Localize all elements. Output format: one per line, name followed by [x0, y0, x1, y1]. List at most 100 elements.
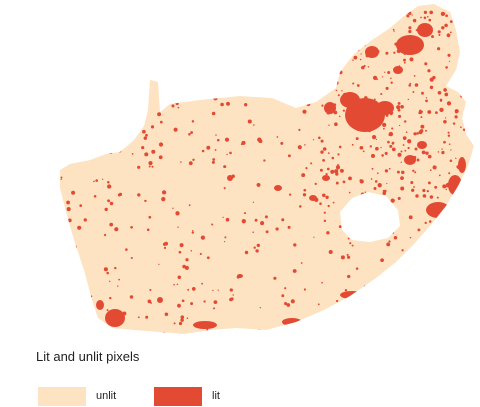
lit-pixel	[344, 289, 348, 292]
lit-pixel	[338, 225, 342, 229]
lit-pixel	[447, 53, 451, 57]
lit-pixel	[400, 104, 404, 109]
lit-pixel	[445, 14, 448, 18]
lit-pixel	[337, 94, 340, 97]
lit-pixel	[428, 220, 432, 223]
lit-pixel	[66, 200, 70, 205]
lit-pixel	[399, 265, 405, 271]
lit-pixel	[194, 46, 198, 51]
lit-pixel	[212, 289, 214, 292]
lit-pixel	[348, 14, 351, 17]
lit-pixel	[213, 31, 215, 33]
lit-pixel	[437, 30, 441, 34]
lit-pixel	[298, 128, 301, 131]
lit-pixel	[373, 187, 377, 190]
lit-pixel	[180, 318, 184, 322]
lit-pixel	[401, 275, 406, 280]
lit-pixel	[334, 169, 339, 174]
lit-pixel	[256, 55, 260, 58]
lit-pixel	[144, 199, 147, 203]
lit-pixel	[383, 127, 385, 130]
lit-pixel	[180, 161, 182, 163]
lit-pixel	[223, 240, 226, 243]
lit-pixel	[464, 264, 469, 268]
lit-pixel	[455, 212, 457, 215]
lit-pixel	[425, 99, 428, 103]
lit-pixel	[365, 53, 370, 58]
lit-pixel	[352, 36, 357, 41]
lit-pixel	[353, 55, 358, 60]
lit-pixel	[339, 168, 344, 173]
lit-pixel	[175, 101, 179, 106]
lit-pixel	[256, 182, 261, 187]
lit-pixel	[458, 28, 461, 31]
lit-pixel	[91, 48, 95, 51]
lit-pixel	[449, 159, 453, 163]
lit-pixel	[425, 151, 429, 155]
lit-pixel	[472, 257, 474, 260]
lit-pixel	[243, 212, 247, 215]
lit-pixel	[94, 34, 96, 37]
lit-pixel	[421, 91, 424, 95]
lit-pixel	[342, 92, 347, 97]
lit-pixel	[295, 13, 297, 16]
lit-pixel	[83, 81, 89, 86]
lit-pixel	[432, 165, 437, 170]
lit-pixel	[130, 256, 133, 260]
lit-pixel	[429, 10, 434, 15]
lit-pixel	[365, 14, 370, 19]
lit-pixel	[106, 271, 109, 275]
lit-pixel	[95, 179, 98, 182]
lit-pixel	[215, 79, 220, 84]
lit-pixel	[434, 207, 436, 209]
lit-pixel	[427, 181, 431, 185]
lit-pixel	[82, 53, 87, 58]
lit-pixel	[417, 228, 421, 232]
lit-pixel	[391, 147, 396, 152]
lit-pixel	[224, 236, 227, 239]
lit-pixel	[157, 112, 162, 117]
lit-pixel	[190, 249, 193, 252]
lit-pixel	[291, 319, 294, 322]
lit-pixel	[191, 120, 195, 123]
lit-pixel	[393, 51, 396, 54]
lit-pixel	[372, 135, 377, 140]
lit-pixel	[215, 81, 219, 84]
lit-pixel	[436, 281, 441, 286]
lit-pixel	[84, 277, 86, 279]
lit-pixel	[145, 133, 148, 137]
lit-cluster	[193, 321, 217, 329]
lit-cluster	[448, 175, 462, 195]
lit-pixel	[191, 287, 196, 291]
lit-pixel	[386, 108, 390, 112]
lit-pixel	[455, 111, 458, 114]
lit-pixel	[380, 146, 382, 149]
lit-pixel	[396, 170, 400, 174]
lit-pixel	[322, 193, 326, 198]
lit-pixel	[200, 235, 206, 240]
lit-pixel	[181, 299, 185, 303]
lit-pixel	[79, 204, 83, 207]
lit-pixel	[404, 11, 407, 14]
lit-pixel	[338, 70, 343, 75]
lit-pixel	[148, 165, 151, 168]
lit-pixel	[382, 191, 387, 195]
lit-pixel	[420, 16, 422, 19]
lit-pixel	[64, 53, 67, 56]
lit-pixel	[367, 125, 370, 127]
lit-pixel	[306, 101, 311, 107]
lit-pixel	[393, 290, 397, 294]
lit-pixel	[352, 312, 357, 317]
lit-pixel	[108, 150, 113, 154]
lit-pixel	[461, 70, 465, 74]
lit-pixel	[407, 98, 410, 101]
lit-pixel	[335, 89, 338, 92]
lit-pixel	[236, 34, 238, 36]
lit-pixel	[452, 122, 456, 125]
lit-pixel	[424, 62, 428, 66]
lit-pixel	[400, 176, 404, 180]
lit-pixel	[60, 178, 62, 181]
lit-pixel	[185, 258, 189, 262]
lit-pixel	[321, 64, 325, 67]
lit-pixel	[211, 160, 215, 164]
